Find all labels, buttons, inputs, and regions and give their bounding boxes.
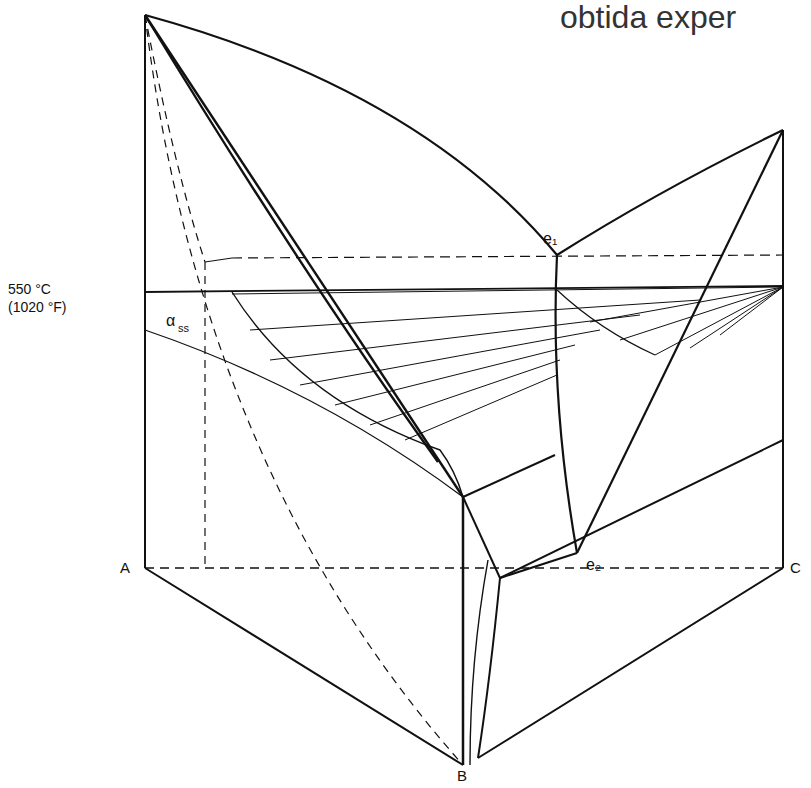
eutectic-label: e₁ — [543, 230, 557, 248]
phase-subscript: ss — [178, 322, 189, 334]
header-fragment: obtida exper — [560, 0, 736, 35]
temperature-label: 550 °C — [8, 282, 51, 297]
component-label: C — [790, 560, 801, 577]
eutectic-label: e₂ — [586, 556, 601, 574]
component-label: A — [120, 560, 130, 577]
component-label: B — [457, 768, 467, 785]
temperature-label: (1020 °F) — [8, 300, 67, 315]
phase-label: α — [166, 312, 175, 330]
